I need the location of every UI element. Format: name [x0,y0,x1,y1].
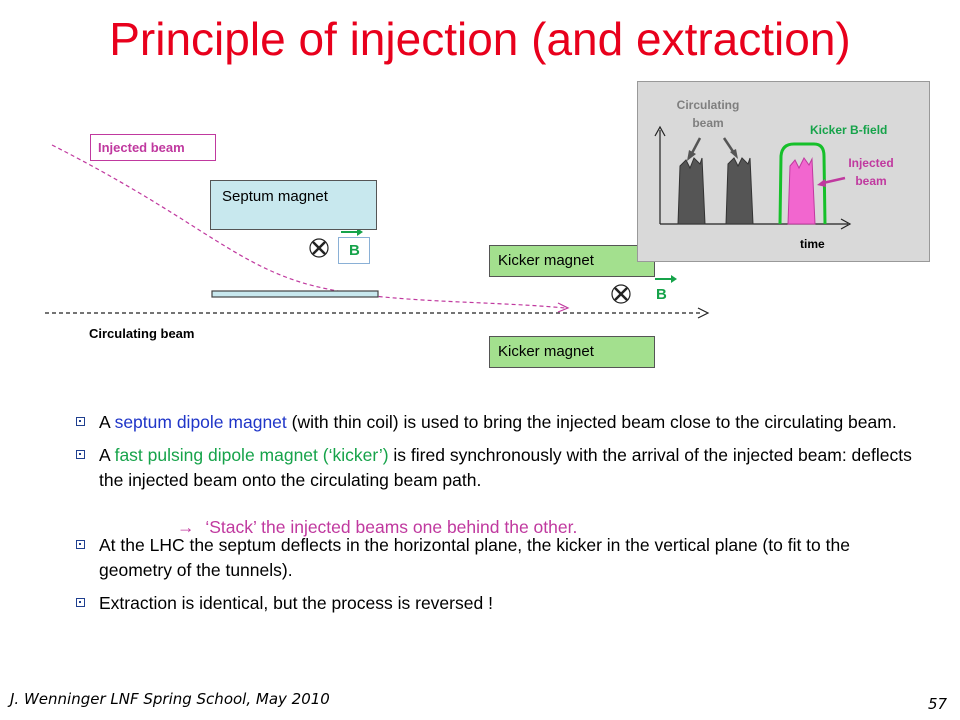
septum-field-label-box: B [338,237,370,264]
time-structure-inset: Circulating beam Kicker B-field Injected… [637,81,930,262]
kicker-field-curve [778,142,827,225]
septum-magnet: Septum magnet [210,180,377,230]
inset-time-label: time [800,237,825,251]
bullet-marker-icon [76,450,85,459]
bullet-septum: A septum dipole magnet (with thin coil) … [76,410,926,435]
bullet-marker-icon [76,598,85,607]
inset-injected-label: Injected beam [848,156,894,188]
injected-beam-arrowhead [557,302,570,313]
kicker-field-cross-icon [611,284,631,304]
stack-subpoint-text: ‘Stack’ the injected beams one behind th… [205,517,578,537]
stack-subpoint: → ‘Stack’ the injected beams one behind … [177,517,577,538]
septum-magnet-label: Septum magnet [222,188,328,205]
kicker-field-label: B [656,286,667,303]
arrow-right-icon: → [177,517,195,537]
bullet-kicker-highlight: fast pulsing dipole magnet (‘kicker’) [114,445,389,465]
kicker-magnet-bottom-label: Kicker magnet [498,343,594,360]
septum-field-cross-icon [309,238,329,258]
septum-field-label: B [349,242,360,259]
injected-bunch [787,157,816,225]
footer-author: J. Wenninger LNF Spring School, May 2010 [10,690,330,708]
inset-kicker-field-label: Kicker B-field [810,123,888,137]
kicker-magnet-top-label: Kicker magnet [498,252,594,269]
bullet-septum-post: (with thin coil) is used to bring the in… [286,412,897,432]
bullet-kicker-post: is fired synchronously with the arrival … [99,445,912,490]
injected-beam-trajectory [51,144,566,309]
kicker-magnet-bottom: Kicker magnet [489,336,655,368]
bullet-marker-icon [76,417,85,426]
bullet-septum-pre: A [99,412,115,432]
septum-coil [211,290,379,298]
time-structure-plot [654,125,852,230]
circulating-beam-arrowhead [697,307,710,319]
bullet-lhc: At the LHC the septum deflects in the ho… [76,533,926,583]
circulating-bunch-1 [677,157,706,225]
circulating-beam-label: Circulating beam [89,326,195,341]
injected-beam-label-box: Injected beam [90,134,216,161]
page-number: 57 [928,695,948,713]
slide-title: Principle of injection (and extraction) [109,13,851,65]
bullet-list: A septum dipole magnet (with thin coil) … [76,410,926,624]
injected-beam-label: Injected beam [98,140,185,155]
bullet-kicker: A fast pulsing dipole magnet (‘kicker’) … [76,443,926,493]
bullet-lhc-text: At the LHC the septum deflects in the ho… [99,535,850,580]
injection-diagram [45,144,710,319]
kicker-magnet-top: Kicker magnet [489,245,655,277]
bullet-extraction: Extraction is identical, but the process… [76,591,926,616]
bullet-marker-icon [76,540,85,549]
bullet-septum-highlight: septum dipole magnet [114,412,287,432]
circulating-bunch-2 [725,157,754,225]
bullet-extraction-text: Extraction is identical, but the process… [99,593,493,613]
bullet-kicker-pre: A [99,445,115,465]
inset-circulating-label: Circulating beam [676,98,740,130]
